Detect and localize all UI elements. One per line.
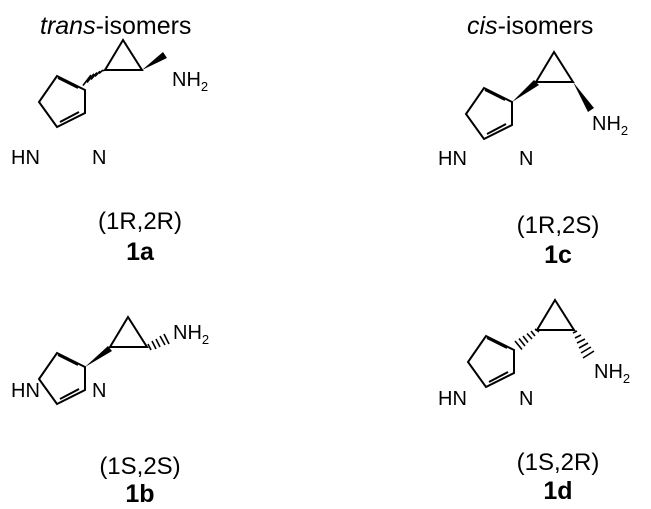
structure-1b	[38, 316, 170, 405]
ring-n-label-1c: N	[519, 148, 533, 170]
ring-nh-label-1a: HN	[11, 147, 40, 169]
cis-isomers-heading: cis-isomers	[467, 12, 594, 40]
amine-label-1d: NH2	[594, 361, 630, 386]
configuration-1d: (1S,2R)	[516, 449, 600, 476]
ring-n-label-1d: N	[519, 388, 533, 410]
amine-label-1a: NH2	[172, 69, 208, 94]
structure-1c	[465, 51, 594, 140]
trans-isomers-heading: trans-isomers	[40, 12, 192, 40]
compound-id-1a: 1a	[126, 238, 154, 266]
amine-label-1b: NH2	[173, 322, 209, 347]
configuration-1b: (1S,2S)	[99, 453, 181, 480]
configuration-1c: (1R,2S)	[516, 212, 600, 239]
ring-nh-label-1b: HN	[11, 380, 40, 402]
structure-1d	[467, 299, 595, 388]
compound-id-1d: 1d	[543, 477, 573, 505]
ring-n-label-1b: N	[92, 380, 106, 402]
structure-1a	[38, 39, 167, 128]
compound-id-1b: 1b	[125, 480, 155, 508]
configuration-1a: (1R,2R)	[97, 208, 182, 235]
amine-label-1c: NH2	[592, 113, 628, 138]
ring-nh-label-1c: HN	[438, 148, 467, 170]
compound-id-1c: 1c	[544, 241, 572, 269]
ring-n-label-1a: N	[92, 147, 106, 169]
ring-nh-label-1d: HN	[438, 388, 467, 410]
